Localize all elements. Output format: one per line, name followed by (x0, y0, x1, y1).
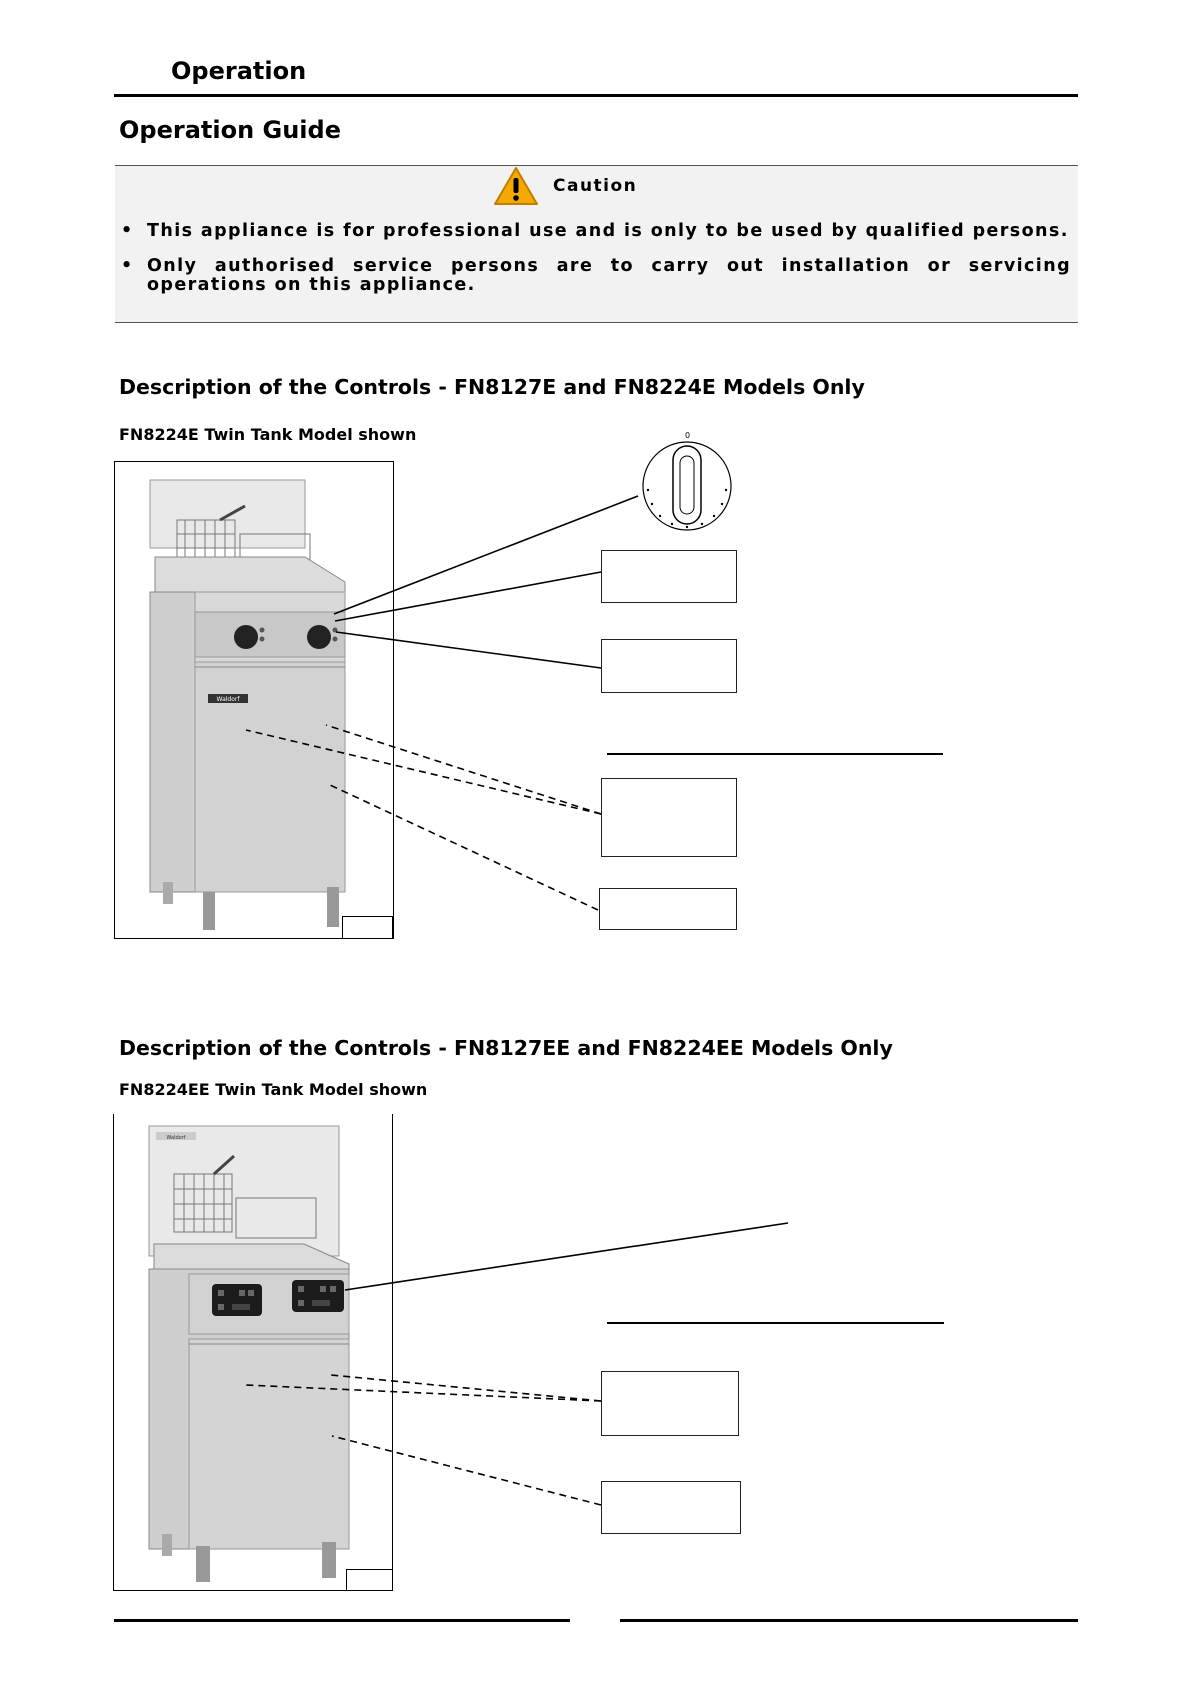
caution-item: Only authorised service persons are to c… (121, 257, 1071, 295)
guide-title: Operation Guide (119, 116, 341, 144)
caution-item: This appliance is for professional use a… (121, 222, 1071, 241)
section-title: Operation (171, 57, 306, 85)
caution-label: Caution (553, 176, 637, 196)
callout-box-2 (601, 639, 737, 693)
fryer-e-illustration: Waldorf (115, 462, 393, 938)
thermostat-knob-diagram: 0 (638, 428, 738, 538)
figure-tag (346, 1569, 393, 1591)
controls-e-title: Description of the Controls - FN8127E an… (119, 375, 865, 399)
caution-box: Caution This appliance is for profession… (115, 165, 1078, 323)
caution-header: Caution (493, 166, 637, 206)
fryer-ee-photo: Waldorf (113, 1114, 393, 1591)
header-rule (114, 94, 1078, 97)
footer-rule-left (114, 1619, 570, 1622)
fryer-ee-illustration: Waldorf (114, 1114, 392, 1590)
controls-ee-title: Description of the Controls - FN8127EE a… (119, 1036, 893, 1060)
thermostat-knob-icon: 0 (638, 428, 738, 538)
figure-tag (342, 916, 393, 939)
callout-box-1 (601, 550, 737, 603)
caution-list: This appliance is for professional use a… (121, 222, 1071, 311)
callout-box-6 (601, 1481, 741, 1534)
badge-text: Waldorf (166, 1135, 185, 1141)
badge-text: Waldorf (217, 696, 241, 703)
fryer-e-photo: Waldorf (114, 461, 394, 939)
label-underline-2 (607, 1322, 944, 1324)
footer-rule-right (620, 1619, 1078, 1622)
callout-box-5 (601, 1371, 739, 1436)
callout-box-4 (599, 888, 737, 930)
warning-icon (493, 166, 539, 206)
controls-ee-subtitle: FN8224EE Twin Tank Model shown (119, 1080, 427, 1099)
knob-top-label: 0 (685, 431, 690, 440)
leader-line (345, 1223, 788, 1290)
callout-box-3 (601, 778, 737, 857)
label-underline-1 (607, 753, 943, 755)
controls-e-subtitle: FN8224E Twin Tank Model shown (119, 425, 416, 444)
